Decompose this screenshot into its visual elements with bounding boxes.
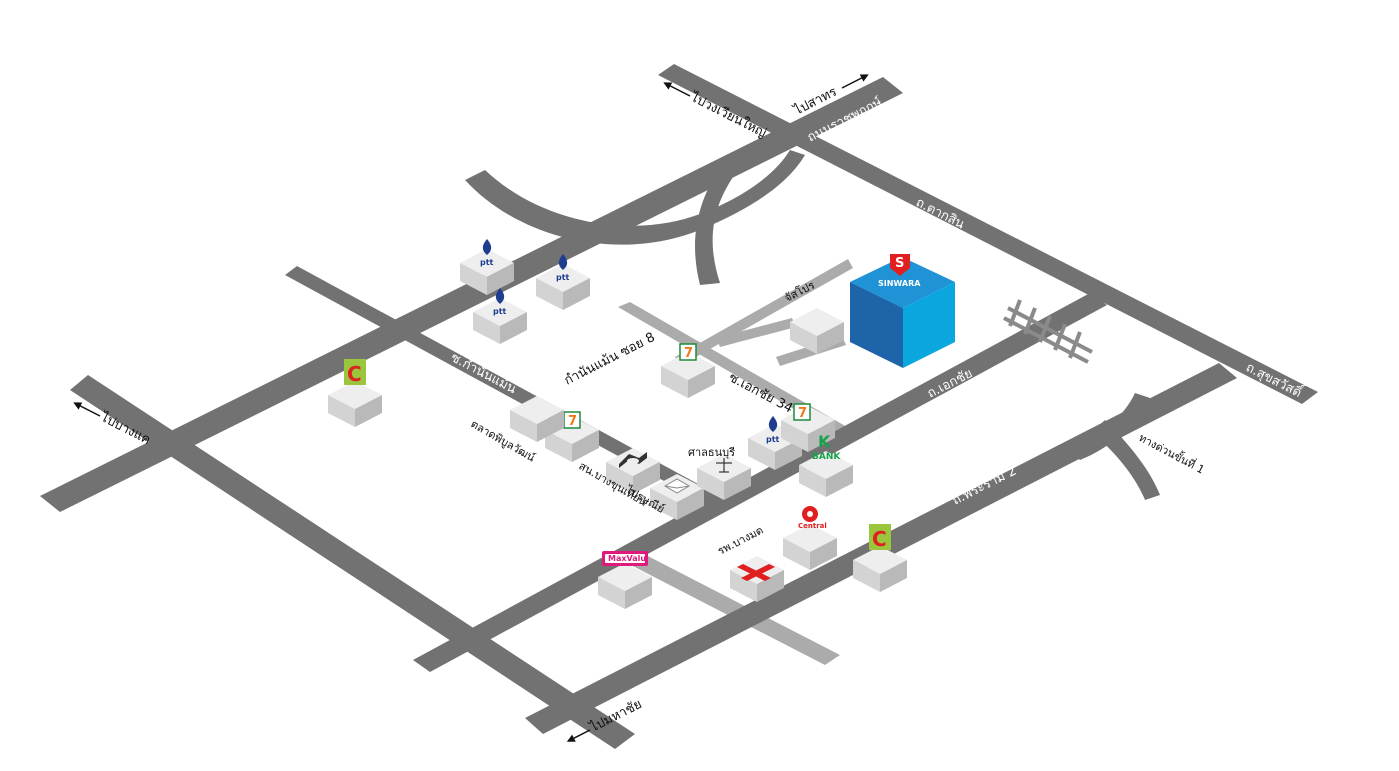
- svg-text:C: C: [872, 527, 887, 551]
- ptt-logo-icon: ptt: [556, 254, 570, 282]
- seven-eleven-logo-icon: 7: [793, 403, 811, 421]
- stadium-icon: [619, 452, 647, 468]
- interchange-ramp: [695, 165, 738, 285]
- big-c-store-2: C: [853, 524, 907, 592]
- kbank-branch: K BANK: [799, 432, 853, 497]
- big-c-store-1: C: [328, 359, 382, 427]
- central-logo-icon: Central: [798, 506, 827, 530]
- big-c-logo-icon: C: [344, 359, 366, 386]
- svg-text:7: 7: [568, 414, 577, 429]
- road-soi-kamnan-maen: [285, 266, 722, 506]
- central-store: Central: [783, 506, 837, 570]
- road-ekkachai: [413, 293, 1107, 672]
- label-kamnan-soi8: กำนันแม้น ซอย 8: [562, 330, 658, 389]
- seven-eleven-1: 7: [661, 343, 715, 398]
- label-sukhumvit: ถ.สุขสวัสดิ์: [1243, 358, 1307, 402]
- thonburi-shrine: [697, 454, 751, 500]
- ptt-logo-icon: ptt: [493, 288, 507, 316]
- bang-khun-thian-police: [606, 448, 660, 494]
- svg-text:ptt: ptt: [493, 307, 507, 316]
- svg-text:ptt: ptt: [766, 435, 780, 444]
- label-expressway: ทางด่วนขั้นที่ 1: [1137, 429, 1208, 476]
- svg-text:7: 7: [684, 346, 693, 361]
- soi-road-jet-pro-a: [716, 318, 796, 347]
- railway-track-icon: [1003, 299, 1093, 364]
- svg-text:BANK: BANK: [812, 452, 841, 462]
- ptt-logo-icon: ptt: [766, 416, 780, 444]
- seven-eleven-logo-icon: 7: [563, 411, 581, 429]
- ptt-station-1: ptt: [460, 239, 514, 295]
- sinwara-logo-icon: S SINWARA: [878, 254, 921, 288]
- road-ratchaphruek: [40, 77, 903, 512]
- label-hospital: รพ.บางมด: [715, 524, 765, 558]
- ptt-station-2: ptt: [536, 254, 590, 310]
- talat-phibun-market: [510, 396, 564, 442]
- svg-text:C: C: [347, 362, 362, 386]
- place-markers: ptt ptt ptt: [328, 239, 955, 609]
- hospital-cross-icon: [737, 564, 775, 581]
- big-c-logo-icon: C: [869, 524, 891, 551]
- svg-text:SINWARA: SINWARA: [878, 279, 921, 288]
- ptt-logo-icon: ptt: [480, 239, 494, 267]
- sinwara-tower: S SINWARA: [850, 254, 955, 368]
- road-kanchanaphisek: [70, 375, 635, 749]
- label-shrine: ศาลธนบุรี: [688, 446, 735, 459]
- shrine-icon: [716, 458, 732, 473]
- road-taksin: [658, 64, 1318, 404]
- svg-text:Central: Central: [798, 522, 827, 530]
- svg-text:K: K: [818, 432, 831, 451]
- interchange-loop: [465, 150, 805, 245]
- maxvalu-logo-icon: MaxValu: [602, 551, 648, 566]
- bangmod-hospital: [730, 556, 784, 602]
- svg-text:ptt: ptt: [556, 273, 570, 282]
- svg-text:7: 7: [798, 406, 807, 421]
- arrow-to-wongwian-yai-icon: [663, 82, 691, 97]
- label-soi-kamnan-maen: ซ.กำนันแม้น: [448, 350, 518, 397]
- jet-pro-shop: [790, 308, 844, 354]
- svg-text:MaxValu: MaxValu: [608, 554, 646, 563]
- svg-text:ptt: ptt: [480, 258, 494, 267]
- envelope-icon: [664, 478, 690, 494]
- seven-eleven-logo-icon: 7: [679, 343, 697, 361]
- arrow-to-sathorn-icon: [841, 74, 869, 89]
- expressway-ramp-b: [1092, 420, 1160, 500]
- road-network: [40, 64, 1318, 749]
- maxvalu-store: MaxValu: [598, 551, 652, 609]
- soi-road-maxvalu: [625, 552, 840, 665]
- kbank-logo-icon: K BANK: [812, 432, 841, 462]
- post-office: [650, 474, 704, 520]
- seven-eleven-3: 7: [781, 403, 835, 452]
- ptt-station-3: ptt: [473, 288, 527, 344]
- svg-text:S: S: [895, 256, 904, 271]
- arrow-to-bang-khae-icon: [73, 402, 101, 417]
- arrow-to-mahachai-icon: [566, 729, 591, 742]
- label-jet-pro: จัสโปร: [782, 278, 817, 305]
